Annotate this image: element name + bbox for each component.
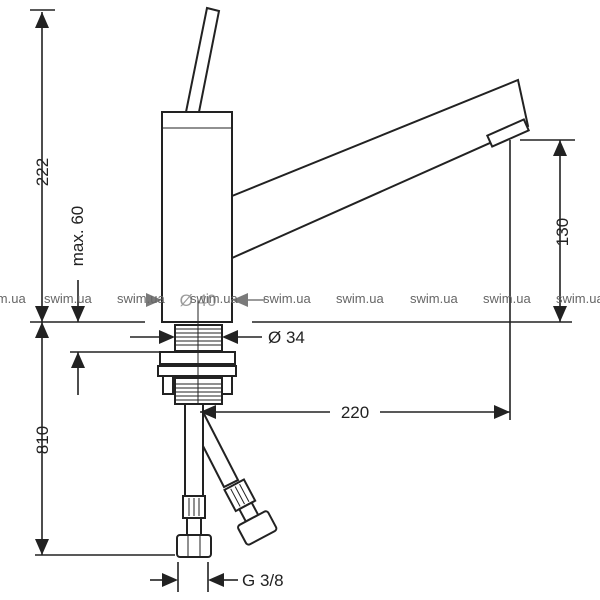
dim-spout-reach: 220 <box>341 403 369 422</box>
watermark-text: swim.ua <box>190 291 238 306</box>
dim-height-total: 222 <box>33 158 52 186</box>
faucet <box>157 6 531 558</box>
dim-connection: G 3/8 <box>242 571 284 590</box>
watermark-text: swim.ua <box>0 291 26 306</box>
dim-hose-length: 810 <box>33 426 52 454</box>
shank-thread <box>157 300 237 420</box>
dim-max-deck: max. 60 <box>68 206 87 266</box>
spout <box>231 78 530 260</box>
watermark-text: swim.ua <box>483 291 531 306</box>
lever <box>184 6 221 113</box>
watermark-text: swim.ua <box>117 291 165 306</box>
watermark-text: swim.ua <box>336 291 384 306</box>
watermark: swim.ua swim.ua swim.ua swim.ua swim.ua … <box>0 291 600 306</box>
dim-spout-height: 130 <box>553 218 572 246</box>
nozzle <box>485 118 531 148</box>
watermark-text: swim.ua <box>410 291 458 306</box>
watermark-text: swim.ua <box>556 291 600 306</box>
dimension-lines <box>30 9 575 592</box>
watermark-text: swim.ua <box>263 291 311 306</box>
hoses <box>176 403 278 558</box>
hose-nut <box>176 534 212 558</box>
dim-shank-diameter: Ø 34 <box>268 328 305 347</box>
hose-nut <box>237 510 278 546</box>
watermark-text: swim.ua <box>44 291 92 306</box>
dim-body-diameter: Ø 40 <box>180 291 217 310</box>
faucet-body <box>161 111 233 323</box>
